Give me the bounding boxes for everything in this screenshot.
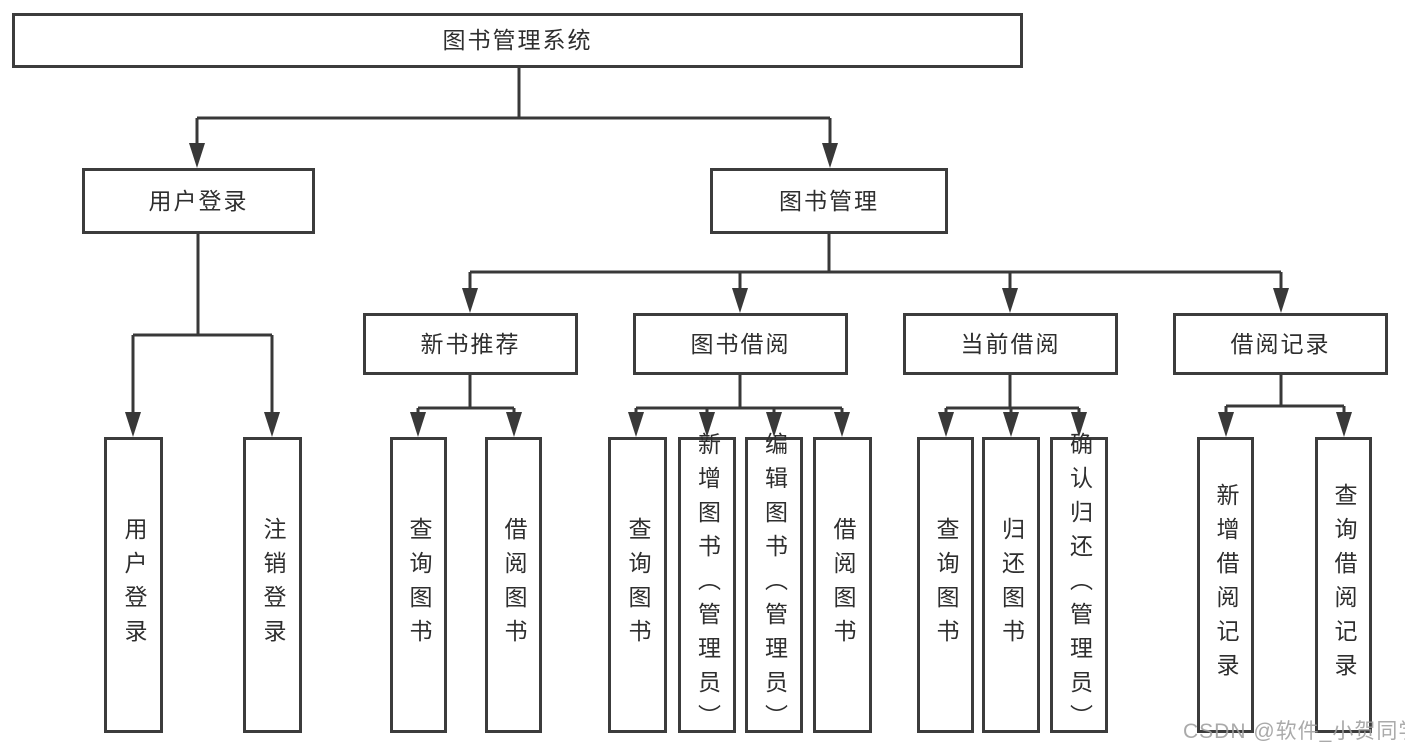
leaf-label: 确认归还（管理员） (1066, 432, 1093, 738)
leaf-label: 注销登录 (260, 517, 286, 653)
leaf-add-borrow-record: 新增借阅记录 (1197, 437, 1254, 733)
leaf-label: 用户登录 (121, 517, 147, 653)
leaf-label: 查询借阅记录 (1331, 483, 1357, 687)
leaf-add-book-admin: 新增图书（管理员） (678, 432, 736, 738)
node-library-management-system: 图书管理系统 (12, 13, 1023, 68)
node-label: 图书借阅 (690, 330, 791, 357)
node-label: 当前借阅 (960, 330, 1061, 357)
node-label: 借阅记录 (1230, 330, 1331, 357)
leaf-label: 新增图书（管理员） (694, 432, 721, 738)
node-borrowing-records: 借阅记录 (1173, 313, 1388, 375)
leaf-label: 查询图书 (625, 517, 651, 653)
leaf-query-books-current: 查询图书 (917, 437, 974, 733)
leaf-label: 归还图书 (998, 517, 1025, 653)
leaf-user-login: 用户登录 (104, 437, 163, 733)
leaf-query-books-recommend: 查询图书 (390, 437, 447, 733)
arrowhead-icons (125, 143, 1352, 437)
node-new-book-recommendation: 新书推荐 (363, 313, 578, 375)
node-label: 图书管理 (779, 187, 879, 214)
csdn-watermark: CSDN @软件_小贺同学 (1183, 720, 1405, 743)
leaf-query-books-borrow: 查询图书 (608, 437, 667, 733)
leaf-label: 借阅图书 (501, 517, 527, 653)
node-label: 图书管理系统 (442, 27, 593, 53)
leaf-query-borrow-record: 查询借阅记录 (1315, 437, 1372, 733)
leaf-label: 查询图书 (406, 517, 432, 653)
node-label: 用户登录 (148, 187, 249, 214)
leaf-label: 借阅图书 (830, 517, 856, 653)
node-user-login: 用户登录 (82, 168, 315, 234)
node-label: 新书推荐 (420, 330, 521, 357)
leaf-logout: 注销登录 (243, 437, 302, 733)
leaf-label: 查询图书 (933, 517, 959, 653)
leaf-borrow-books: 借阅图书 (813, 437, 872, 733)
node-current-borrowing: 当前借阅 (903, 313, 1118, 375)
leaf-confirm-return-admin: 确认归还（管理员） (1050, 432, 1108, 738)
leaf-return-book: 归还图书 (982, 437, 1040, 733)
node-book-management: 图书管理 (710, 168, 948, 234)
leaf-edit-book-admin: 编辑图书（管理员） (745, 432, 803, 738)
tree-edge-lines (131, 67, 1346, 415)
leaf-label: 新增借阅记录 (1213, 483, 1239, 687)
leaf-borrow-books-recommend: 借阅图书 (485, 437, 542, 733)
leaf-label: 编辑图书（管理员） (761, 432, 788, 738)
node-book-borrowing: 图书借阅 (633, 313, 848, 375)
